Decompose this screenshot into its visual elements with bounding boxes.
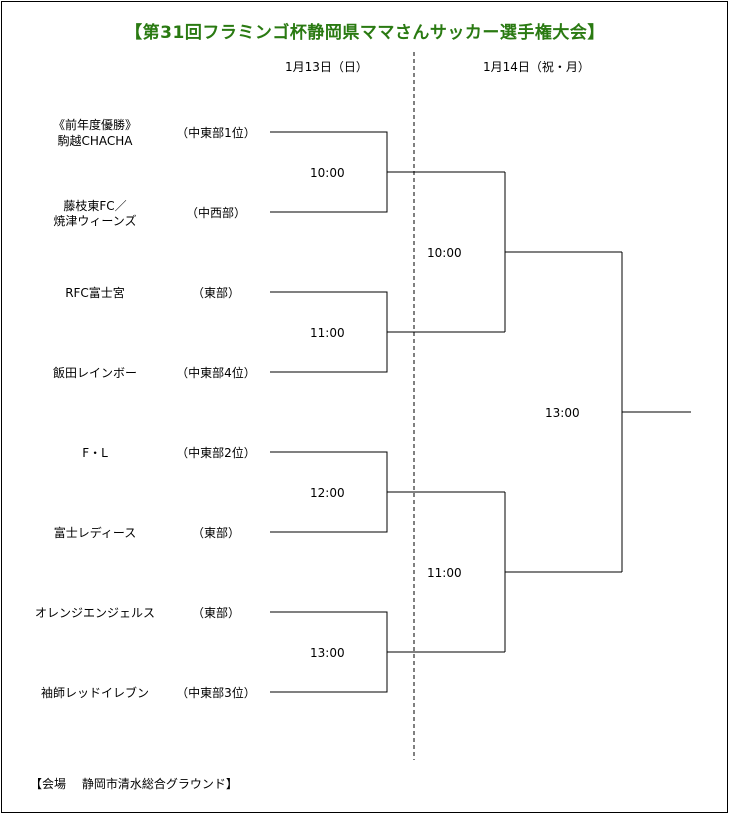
team-1-label-line1: 《前年度優勝》 [52,118,137,132]
match-r1a-time: 10:00 [310,166,345,180]
date-day1: 1月13日（日） [285,60,368,74]
team-8-name: 袖師レッドイレブン [40,686,149,700]
match-r1c-time: 12:00 [310,486,345,500]
final-time: 13:00 [545,406,580,420]
team-5-name: F・L [82,446,108,460]
team-2-seed: （中西部） [185,206,246,220]
page-title: 【第31回フラミンゴ杯静岡県ママさんサッカー選手権大会】 [125,23,605,43]
team-6-name: 富士レディース [53,526,137,540]
semifinal-2-time: 11:00 [427,566,462,580]
team-8-seed: （中東部3位） [176,686,256,700]
team-5-seed: （中東部2位） [176,446,256,460]
venue-note: 【会場 静岡市清水総合グラウンド】 [30,777,238,791]
match-r1d-time: 13:00 [310,646,345,660]
team-6-seed: （東部） [191,526,240,540]
team-7-name: オレンジエンジェルス [34,606,155,620]
team-1-seed: （中東部1位） [176,126,256,140]
team-3-name: RFC富士宮 [65,286,125,300]
semifinal-1-time: 10:00 [427,246,462,260]
date-day2: 1月14日（祝・月） [483,60,590,74]
team-2-name-line2: 焼津ウィーンズ [53,214,137,228]
team-2-name-line1: 藤枝東FC／ [63,199,127,213]
team-3-seed: （東部） [191,286,240,300]
match-r1b-time: 11:00 [310,326,345,340]
team-4-seed: （中東部4位） [176,366,256,380]
team-7-seed: （東部） [191,606,240,620]
team-4-name: 飯田レインボー [52,366,137,380]
team-1-name: 駒越CHACHA [57,134,133,148]
